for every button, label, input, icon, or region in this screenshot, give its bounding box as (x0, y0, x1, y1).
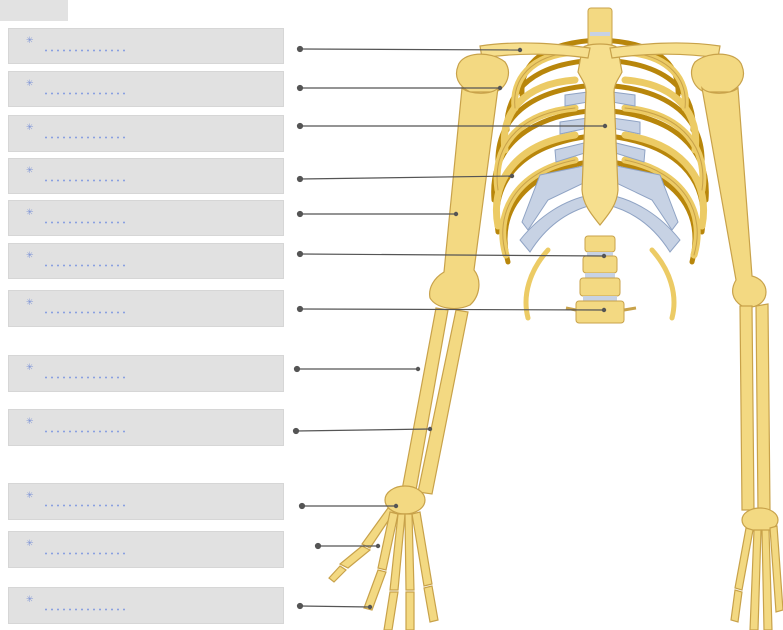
dot-icon (298, 307, 303, 312)
dot-icon (300, 504, 305, 509)
dot-icon (298, 86, 303, 91)
dot-icon (294, 429, 299, 434)
left-hand-bones (329, 486, 438, 630)
right-arm-bones (702, 88, 770, 512)
dot-icon (295, 367, 300, 372)
dot-icon (298, 124, 303, 129)
right-hand-bones (731, 508, 783, 630)
dot-icon (316, 544, 321, 549)
dot-icon (298, 47, 303, 52)
left-arm-bones (402, 88, 498, 494)
dot-icon (298, 252, 303, 257)
dot-icon (298, 212, 303, 217)
dot-icon (298, 177, 303, 182)
sternum (578, 44, 622, 225)
dot-icon (298, 604, 303, 609)
